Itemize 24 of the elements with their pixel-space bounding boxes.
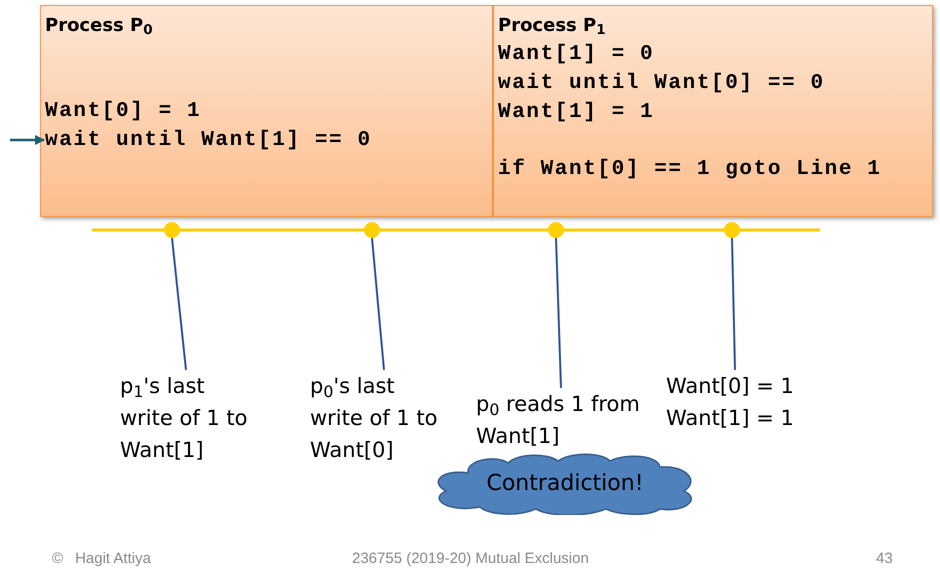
page-number: 43: [876, 549, 893, 569]
code-line: wait until Want[0] == 0: [498, 71, 825, 97]
leader-line: [731, 238, 736, 370]
arrow: [10, 135, 45, 145]
code-line: wait until Want[1] == 0: [45, 128, 373, 154]
leader-line: [171, 238, 187, 370]
copyright-symbol: ©: [52, 549, 64, 569]
code-line: if Want[0] == 1 goto Line 1: [498, 157, 882, 183]
leader-line: [371, 238, 385, 370]
process-heading: Process P$_{0}$: [45, 14, 153, 38]
process-heading: Process P$_{1}$: [498, 14, 606, 38]
process-box: [40, 5, 493, 217]
event-note: p$_{0}$'s last write of 1 to Want[0]: [310, 373, 439, 464]
process-box: [493, 5, 933, 217]
author-name: Hagit Attiya: [75, 549, 151, 569]
leader-line: [555, 238, 562, 388]
event-note: p$_{0}$ reads 1 from Want[1]: [476, 391, 641, 450]
footer-title: 236755 (2019-20) Mutual Exclusion: [352, 549, 589, 569]
cloud-label: Contradiction!: [486, 470, 644, 498]
event-note: p$_{1}$'s last write of 1 to Want[1]: [120, 373, 249, 464]
event-note: Want[0] = 1 Want[1] = 1: [666, 373, 795, 432]
code-line: Want[0] = 1: [45, 99, 202, 125]
code-line: Want[1] = 0: [498, 42, 654, 68]
code-line: Want[1] = 1: [498, 100, 654, 126]
